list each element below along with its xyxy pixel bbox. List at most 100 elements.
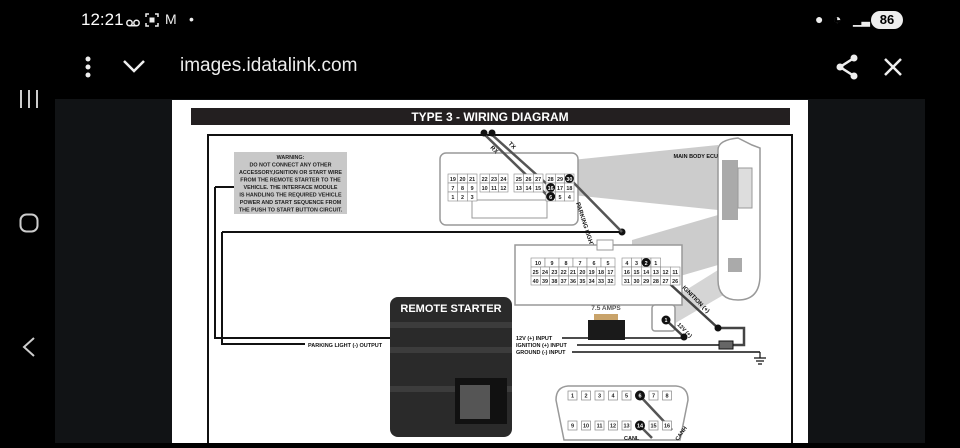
obd-pin-label: 15 <box>650 424 656 430</box>
obd-pin-label: 2 <box>584 394 587 400</box>
recents-icon[interactable] <box>19 90 39 113</box>
wifi-6-icon: ◔ <box>833 11 842 27</box>
obd-pin-highlight <box>635 390 645 401</box>
location-icon: ● <box>815 11 824 27</box>
obd-pin <box>621 420 632 431</box>
tx-label: TX <box>507 141 517 151</box>
inline-fuse <box>718 340 734 350</box>
pin-label: 6 <box>593 261 596 267</box>
title-bar <box>191 108 790 125</box>
pin-label: 12 <box>663 270 669 276</box>
pin-label: 21 <box>469 177 475 183</box>
pin-label: 29 <box>643 279 649 285</box>
warning-line: FROM THE REMOTE STARTER TO THE <box>240 178 341 184</box>
pin-label: 34 <box>589 279 595 285</box>
signal-icon: ▁▃ <box>853 15 870 27</box>
more-vert-icon[interactable] <box>84 55 92 79</box>
pin-label: 4 <box>625 261 628 267</box>
pin-label: 23 <box>551 270 557 276</box>
pin-label: 10 <box>482 186 488 192</box>
obd-pin <box>608 390 618 401</box>
screenshot-icon <box>145 13 159 32</box>
canl-label: CANL <box>624 436 640 442</box>
pin-label: 31 <box>624 279 630 285</box>
ecu-port <box>737 167 753 209</box>
frame <box>207 134 793 448</box>
obd-pin-label: 1 <box>571 394 574 400</box>
warning-line: VEHICLE. THE INTERFACE MODULE <box>243 185 337 191</box>
home-icon[interactable] <box>19 213 39 238</box>
ignition-wire <box>645 261 746 347</box>
connector-1-latch <box>471 199 548 219</box>
rx-dot <box>480 129 488 137</box>
wiring-diagram-image: TYPE 3 - WIRING DIAGRAM WARNING:DO NOT C… <box>172 100 808 448</box>
pin-cell <box>605 275 616 286</box>
pin-label: 15 <box>535 186 541 192</box>
pin-label: 21 <box>570 270 576 276</box>
voicemail-icon <box>126 15 140 33</box>
obd-pin <box>662 390 672 401</box>
url-bar[interactable]: images.idatalink.com <box>180 55 358 76</box>
pin-label: 36 <box>570 279 576 285</box>
pin-label: 9 <box>551 261 554 267</box>
obd-pin-label: 8 <box>665 394 668 400</box>
pin-label: 38 <box>551 279 557 285</box>
pin-label: 13 <box>653 270 659 276</box>
pin-label: 35 <box>579 279 585 285</box>
obd-pin <box>648 390 659 401</box>
pin-label: 19 <box>589 270 595 276</box>
remote-starter-stripe <box>390 386 512 392</box>
obd-pin <box>648 420 659 431</box>
ecu-label: MAIN BODY ECU <box>673 154 718 160</box>
small-connector-pin-label: 1 <box>665 318 668 324</box>
pin-label: 2 <box>461 195 464 201</box>
beam-small-connector <box>662 270 732 325</box>
pin-label: 17 <box>557 186 563 192</box>
pin-cell <box>498 182 509 193</box>
obd-pin <box>621 390 632 401</box>
pin-label: 9 <box>471 186 474 192</box>
pin-label: 11 <box>672 270 678 276</box>
pin-highlight <box>546 192 556 201</box>
pin-cell <box>564 191 575 202</box>
fuse-top <box>594 314 618 320</box>
pin-label: 27 <box>535 177 541 183</box>
pin-label: 3 <box>471 195 474 201</box>
pin-label: 1 <box>451 195 454 201</box>
obd-pin <box>567 390 578 401</box>
pin-highlight <box>641 258 651 267</box>
pin-label: 39 <box>542 279 548 285</box>
close-icon[interactable] <box>883 57 903 82</box>
obd-pin-label: 9 <box>571 424 574 430</box>
pin-label: 33 <box>598 279 604 285</box>
dot-icon: • <box>189 11 194 27</box>
pin-label: 23 <box>491 177 497 183</box>
obd-pin-label: 7 <box>652 394 655 400</box>
obd-pin <box>594 390 605 401</box>
parking-output-label: PARKING LIGHT (-) OUTPUT <box>308 343 383 349</box>
pin-label: 18 <box>598 270 604 276</box>
pin-label: 40 <box>533 279 539 285</box>
obd-pin <box>608 420 618 431</box>
ecu-port <box>722 160 738 220</box>
pin-label: 7 <box>451 186 454 192</box>
obd-pin <box>581 420 591 431</box>
obd-pin-label: 14 <box>637 424 644 430</box>
remote-starter-stripe <box>390 322 512 328</box>
pin-label: 13 <box>516 186 522 192</box>
pin-label: 17 <box>607 270 613 276</box>
pin-label: 8 <box>461 186 464 192</box>
pin-cell <box>670 275 681 286</box>
pin-label: 8 <box>565 261 568 267</box>
chevron-down-icon[interactable] <box>122 58 146 79</box>
share-icon[interactable] <box>835 54 859 85</box>
obd-pin-label: 11 <box>597 424 603 430</box>
pin-label: 22 <box>561 270 567 276</box>
back-icon[interactable] <box>22 337 36 362</box>
pin-label: 30 <box>634 279 640 285</box>
pin-label: 7 <box>579 261 582 267</box>
pin-label: 27 <box>663 279 669 285</box>
pin-highlight <box>546 183 556 192</box>
ground-icon <box>754 352 766 365</box>
connector-2-key <box>596 239 614 251</box>
